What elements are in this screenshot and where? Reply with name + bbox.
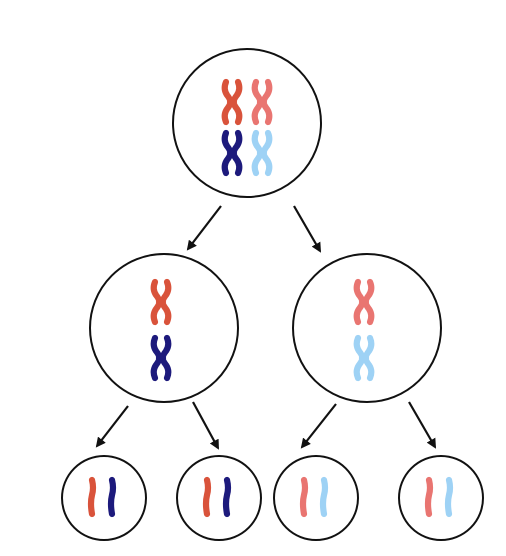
arrow-icon <box>192 401 219 450</box>
chromosome-light-blue <box>353 334 375 382</box>
cell-membrane <box>398 455 484 541</box>
gamete-1 <box>61 455 147 541</box>
chromatid-navy <box>222 476 232 518</box>
cell-membrane <box>61 455 147 541</box>
arrow-icon <box>95 405 129 448</box>
chromatid-light-blue <box>319 476 329 518</box>
daughter-cell-right <box>292 253 442 403</box>
chromatid-light-blue <box>444 476 454 518</box>
gamete-4 <box>398 455 484 541</box>
chromatid-red-dark <box>202 476 212 518</box>
cell-membrane <box>89 253 239 403</box>
chromosome-light-blue <box>251 129 273 177</box>
gamete-2 <box>176 455 262 541</box>
chromosome-red-dark <box>221 78 243 126</box>
chromatid-red-light <box>299 476 309 518</box>
arrow-icon <box>186 205 222 251</box>
cell-membrane <box>176 455 262 541</box>
arrow-icon <box>408 401 437 449</box>
chromosome-red-light <box>353 278 375 326</box>
cell-membrane <box>172 48 322 198</box>
chromatid-navy <box>107 476 117 518</box>
cell-membrane <box>292 253 442 403</box>
parent-cell <box>172 48 322 198</box>
chromosome-navy <box>221 129 243 177</box>
chromosome-navy <box>150 334 172 382</box>
chromosome-red-dark <box>150 278 172 326</box>
chromosome-red-light <box>251 78 273 126</box>
chromatid-red-dark <box>87 476 97 518</box>
arrow-icon <box>300 403 337 449</box>
gamete-3 <box>273 455 359 541</box>
cell-membrane <box>273 455 359 541</box>
chromatid-red-light <box>424 476 434 518</box>
cells-layer <box>61 48 484 541</box>
arrows-layer <box>95 205 437 450</box>
arrow-icon <box>293 205 322 253</box>
daughter-cell-left <box>89 253 239 403</box>
